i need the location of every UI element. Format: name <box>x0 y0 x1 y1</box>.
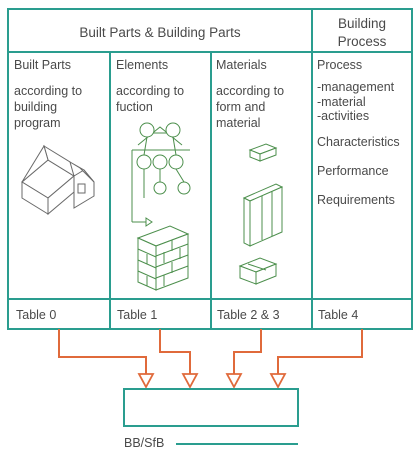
stacked-blocks-illustration <box>238 257 278 285</box>
single-block-illustration <box>248 143 278 162</box>
materials-desc-line: according to <box>216 84 284 98</box>
process-item-characteristics: Characteristics <box>317 135 400 149</box>
built-parts-desc-line: building <box>14 100 57 114</box>
built-parts-desc-line: according to <box>14 84 82 98</box>
materials-desc-line: form and <box>216 100 265 114</box>
column-title-built-parts: Built Parts <box>14 58 71 72</box>
table-label-4: Table 4 <box>318 308 358 322</box>
brick-wall-illustration <box>136 225 190 291</box>
elements-schematic-illustration <box>131 122 191 227</box>
wall-panel-illustration <box>242 183 284 247</box>
table-label-1: Table 1 <box>117 308 157 322</box>
house-illustration <box>21 144 95 216</box>
table-label-2-3: Table 2 & 3 <box>217 308 280 322</box>
arrowhead-table2-3 <box>225 373 243 389</box>
header-built-parts-title: Built Parts & Building Parts <box>79 25 241 40</box>
header-process-title-line2: Process <box>338 34 387 49</box>
footer-label: BB/SfB <box>124 436 164 450</box>
header-process-title-line1: Building <box>338 16 386 31</box>
elements-desc-line: according to <box>116 84 184 98</box>
arrow-table0 <box>58 329 147 374</box>
arrowhead-table0 <box>137 373 155 389</box>
materials-desc-line: material <box>216 116 260 130</box>
process-item-management: -management <box>317 80 395 94</box>
classification-table <box>7 8 413 330</box>
process-item-performance: Performance <box>317 164 389 178</box>
arrowhead-table4 <box>269 373 287 389</box>
built-parts-desc-line: program <box>14 116 61 130</box>
arrow-table4 <box>277 329 363 374</box>
column-title-materials: Materials <box>216 58 267 72</box>
elements-desc-line: fuction <box>116 100 153 114</box>
process-item-activities: -activities <box>317 109 369 123</box>
flow-arrows <box>58 329 363 389</box>
process-item-requirements: Requirements <box>317 193 395 207</box>
process-item-material: -material <box>317 95 366 109</box>
table-label-0: Table 0 <box>16 308 56 322</box>
arrowhead-table1 <box>181 373 199 389</box>
column-title-elements: Elements <box>116 58 168 72</box>
arrow-table2-3 <box>233 329 262 374</box>
column-title-process: Process <box>317 58 362 72</box>
arrow-table1 <box>159 329 191 374</box>
bbsfb-result-box <box>123 388 299 427</box>
